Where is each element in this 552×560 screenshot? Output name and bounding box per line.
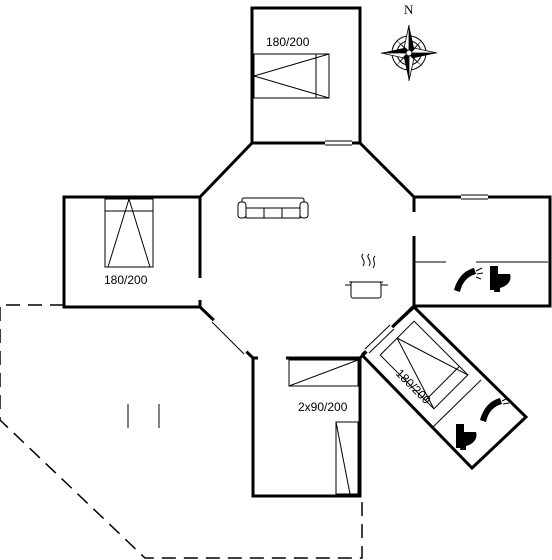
bed-size-label-west: 180/200	[104, 273, 148, 287]
bed-southeast	[379, 320, 469, 410]
cooking-pot-icon	[345, 253, 388, 299]
bedroom-west: 180/200	[62, 195, 200, 309]
bed-south-top	[288, 359, 359, 387]
terrace-outline	[0, 304, 363, 559]
compass-rose-icon	[380, 24, 438, 82]
bed-west	[104, 198, 154, 268]
bathroom-east	[414, 194, 552, 308]
toilet-icon	[490, 266, 511, 292]
bedroom-north: 180/200	[250, 6, 362, 143]
bedroom-southeast: 180/200	[360, 304, 529, 471]
shower-icon	[454, 267, 484, 292]
sofa-icon	[237, 197, 309, 219]
north-label: N	[404, 2, 414, 17]
bedroom-south: 2x90/200	[251, 358, 362, 498]
toilet-icon-southeast	[456, 424, 477, 450]
bed-size-label-north: 180/200	[266, 35, 310, 49]
shower-icon-southeast	[480, 397, 510, 422]
bed-south-side	[335, 421, 359, 495]
bed-size-label-south: 2x90/200	[298, 400, 348, 414]
living-room	[197, 140, 417, 361]
bed-north	[253, 53, 330, 99]
